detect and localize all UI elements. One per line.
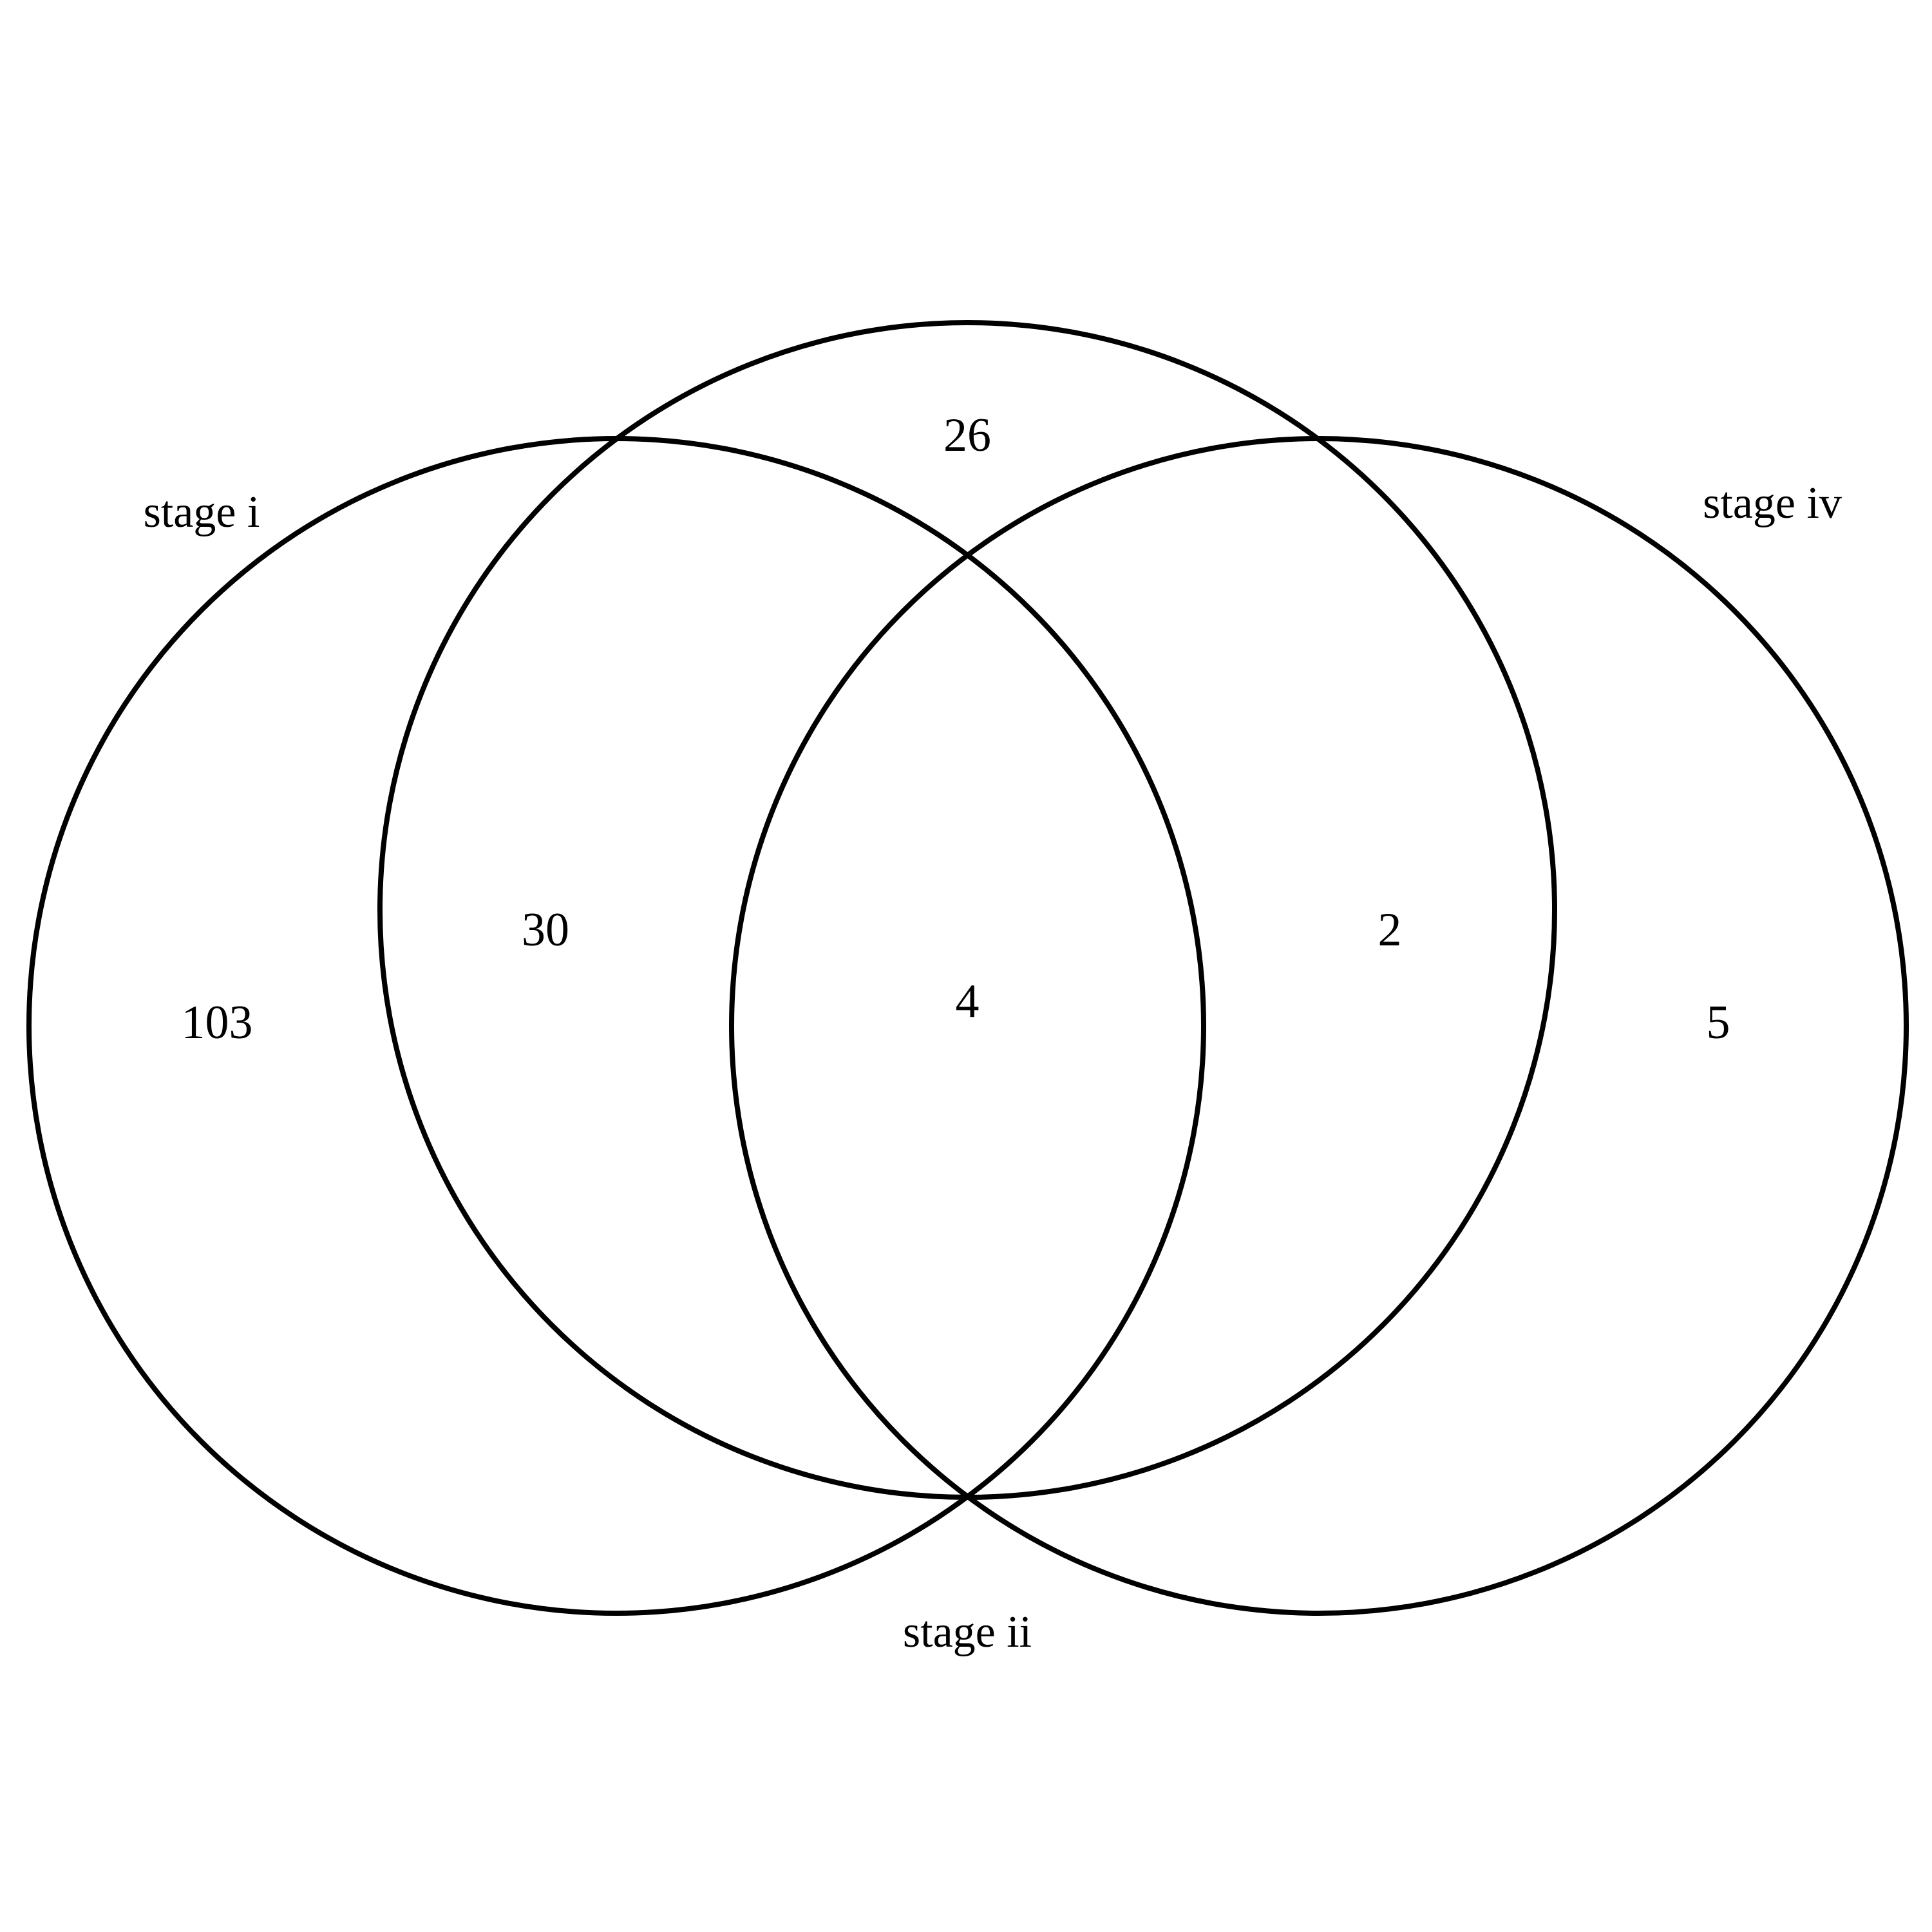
stage-i-only-count: 103	[182, 996, 253, 1049]
stage-i-ii-overlap-count: 30	[522, 904, 569, 956]
stage-iv-circle	[729, 436, 1909, 1616]
stage-ii-label: stage ii	[903, 1607, 1032, 1657]
stage-iv-label: stage iv	[1703, 478, 1842, 528]
all-stages-overlap-count: 4	[956, 975, 980, 1028]
stage-iv-only-count: 5	[1707, 996, 1730, 1049]
stage-ii-only-count: 26	[943, 409, 991, 462]
stage-i-label: stage i	[144, 488, 260, 537]
stage-ii-iv-overlap-count: 2	[1378, 904, 1402, 956]
